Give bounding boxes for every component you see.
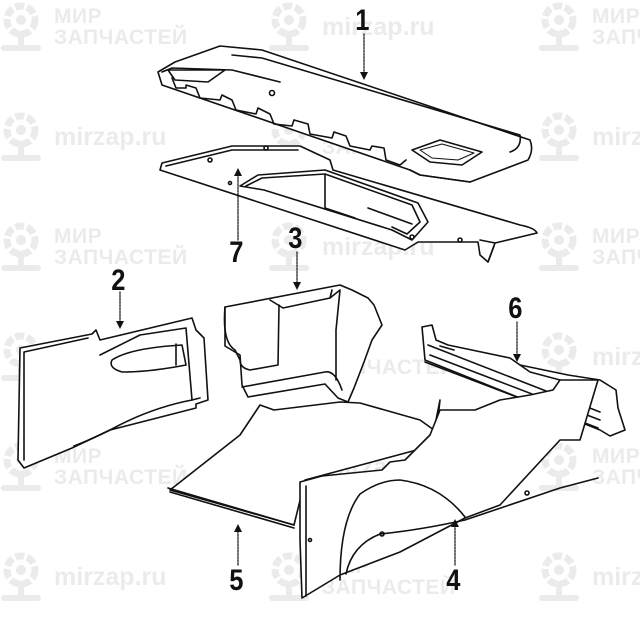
callout-7[interactable]: 7 xyxy=(229,236,244,269)
part-4-side-liner[interactable] xyxy=(299,379,599,599)
callout-6[interactable]: 6 xyxy=(508,292,523,325)
part-2-quarter-trim[interactable] xyxy=(17,317,209,469)
callout-1[interactable]: 1 xyxy=(355,4,370,37)
callout-2[interactable]: 2 xyxy=(111,264,126,297)
arrowheads xyxy=(116,72,521,532)
part-5-floor-mat[interactable] xyxy=(167,399,441,529)
part-1-package-tray[interactable] xyxy=(157,45,533,183)
callout-4[interactable]: 4 xyxy=(446,564,461,597)
callout-5[interactable]: 5 xyxy=(229,564,244,597)
leader-lines xyxy=(119,33,518,566)
part-7-tray-support[interactable] xyxy=(159,145,538,263)
part-3-trunk-side-trim[interactable] xyxy=(223,284,383,403)
callout-3[interactable]: 3 xyxy=(288,222,303,255)
